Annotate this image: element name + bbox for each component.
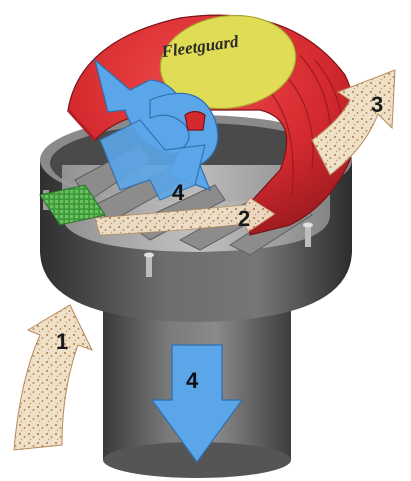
separation-flow-arrow	[94, 197, 276, 236]
callout-1: 1	[56, 329, 68, 354]
callout-4-outlet: 4	[186, 368, 199, 393]
bolt	[144, 252, 154, 277]
yellow-cap	[159, 14, 297, 110]
red-dome-cover: Fleetguard	[66, 14, 356, 236]
ejector-screen	[39, 184, 106, 226]
clean-air-outlet-arrow	[150, 344, 244, 464]
callout-3: 3	[371, 92, 383, 117]
bolt	[303, 222, 313, 247]
dust-outlet-arrow	[311, 69, 396, 176]
callout-4-swirl: 4	[172, 180, 185, 205]
callout-2: 2	[238, 206, 250, 231]
dirty-air-inlet-arrow	[13, 304, 93, 451]
clean-air-swirl-arrow	[93, 58, 219, 201]
